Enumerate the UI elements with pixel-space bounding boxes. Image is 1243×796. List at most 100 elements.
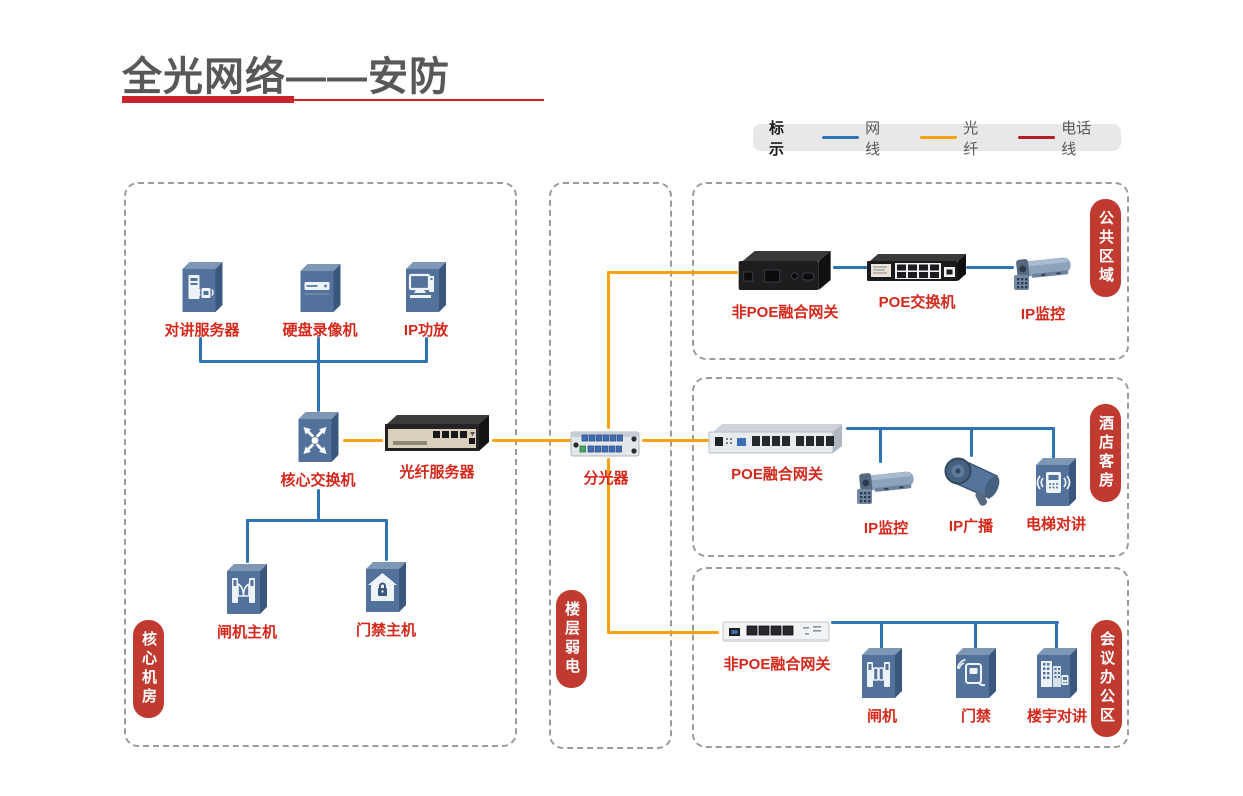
tag-meeting-office: 会议办公区: [1091, 620, 1122, 737]
node-label: 门禁主机: [355, 622, 417, 639]
node-splitter: 分光器: [568, 426, 644, 488]
net-line-poe-switch-to-camera: [966, 266, 1014, 269]
node-hotel-ip-camera: IP监控: [854, 460, 918, 538]
tag-core-room: 核心机房: [133, 620, 164, 718]
node-elevator-intercom: 电梯对讲: [1026, 456, 1086, 534]
zone-floor-weak-current: [549, 182, 672, 749]
title-underline-thick: [122, 96, 294, 103]
net-line-dvr-down: [317, 337, 320, 362]
intercom-server-icon: [181, 262, 222, 312]
zone-hotel-rooms: [692, 377, 1129, 557]
node-intercom-server: 对讲服务器: [164, 260, 240, 340]
net-line-gateway-to-poe-switch: [833, 266, 869, 269]
node-label: IP功放: [403, 322, 449, 339]
node-label: 硬盘录像机: [282, 322, 358, 339]
non-poe-gateway-icon: [739, 251, 831, 290]
net-line-meeting-bus: [831, 621, 1059, 624]
node-label: POE融合网关: [731, 466, 823, 483]
node-label: 分光器: [583, 470, 629, 487]
network-cable-line-swatch: [822, 136, 860, 139]
node-label: 核心交换机: [280, 472, 356, 489]
access-control-icon: [956, 648, 996, 698]
gate-icon: [862, 648, 902, 698]
white-gateway-icon: [722, 621, 830, 642]
legend-item-phone-line: 电话线: [1018, 117, 1105, 159]
building-intercom-icon: [1036, 648, 1077, 698]
node-label: 光纤服务器: [399, 464, 475, 481]
net-line-hotel-camera-down: [879, 427, 882, 463]
net-line-elevator-down: [1052, 427, 1055, 459]
node-ip-broadcast: IP广播: [941, 454, 1001, 536]
page-title: 全光网络——安防: [122, 55, 450, 99]
net-line-gate-host-down: [246, 519, 249, 563]
phone-line-swatch: [1018, 136, 1056, 139]
poe-gateway-icon: [708, 424, 842, 454]
poe-switch-icon: [867, 254, 966, 281]
fiber-line-swatch: [920, 136, 958, 139]
fiber-line-switch-to-server: [343, 439, 383, 442]
node-label: 楼宇对讲: [1026, 708, 1088, 725]
node-public-ip-camera: IP监控: [1011, 246, 1075, 324]
node-label: IP广播: [948, 518, 994, 535]
ip-camera-icon: [1014, 257, 1071, 290]
node-access-host: 门禁主机: [356, 560, 416, 640]
tag-public-area: 公共区域: [1090, 199, 1121, 297]
node-label: POE交换机: [878, 294, 956, 311]
tag-hotel-rooms: 酒店客房: [1090, 404, 1121, 502]
node-building-intercom: 楼宇对讲: [1027, 646, 1087, 726]
node-fiber-server: 光纤服务器: [381, 412, 493, 482]
node-label: 对讲服务器: [164, 322, 240, 339]
fiber-branch-meeting: [607, 631, 719, 634]
ip-camera-icon: [857, 471, 914, 504]
node-ip-amplifier: IP功放: [403, 260, 449, 340]
fiber-trunk-up: [607, 271, 610, 429]
legend-item-fiber: 光纤: [920, 117, 992, 159]
tag-floor-weak-current: 楼层弱电: [556, 590, 587, 688]
legend-title: 标示: [769, 119, 785, 158]
net-line-core-switch-down: [317, 489, 320, 522]
fiber-branch-public: [607, 271, 738, 274]
elevator-intercom-icon: [1035, 458, 1076, 506]
node-poe-gateway: POE融合网关: [706, 422, 848, 484]
net-line-bus-to-core-switch: [317, 360, 320, 412]
node-gate: 闸机: [859, 646, 905, 726]
node-core-switch: 核心交换机: [280, 410, 356, 490]
node-access-control: 门禁: [953, 646, 999, 726]
node-label: 非POE融合网关: [731, 304, 839, 321]
net-line-access-host-down: [385, 519, 388, 561]
net-line-gate-down: [880, 621, 883, 649]
node-label: 非POE融合网关: [723, 656, 831, 673]
node-poe-switch: POE交换机: [865, 252, 969, 312]
net-line-intercom-down: [199, 337, 202, 362]
node-gate-host: 闸机主机: [217, 562, 277, 642]
net-line-access-down: [974, 621, 977, 649]
node-label: 闸机: [866, 708, 897, 725]
node-label: 电梯对讲: [1025, 516, 1087, 533]
node-label: 闸机主机: [216, 624, 278, 641]
fiber-line-splitter-to-poe-gateway: [642, 439, 710, 442]
net-line-bottom-bus: [246, 519, 388, 522]
net-line-amp-down: [425, 337, 428, 362]
gate-host-icon: [226, 564, 267, 614]
title-underline-thin: [294, 99, 544, 101]
zone-meeting-office: [692, 567, 1129, 748]
node-label: IP监控: [863, 520, 909, 537]
net-line-hotel-bus: [846, 427, 1055, 430]
fiber-server-icon: [385, 415, 489, 451]
ip-amplifier-icon: [406, 262, 446, 312]
net-line-broadcast-down: [970, 427, 973, 457]
node-meeting-non-poe-gateway: 非POE融合网关: [721, 618, 833, 674]
ip-broadcast-horn-icon: [944, 457, 1000, 506]
net-line-building-intercom-down: [1055, 621, 1058, 649]
node-public-non-poe-gateway: 非POE融合网关: [731, 248, 839, 322]
legend: 标示 网线 光纤 电话线: [753, 120, 1121, 158]
legend-item-network-cable: 网线: [822, 117, 894, 159]
net-line-top-bus: [199, 360, 428, 363]
node-label: 门禁: [960, 708, 991, 725]
node-dvr: 硬盘录像机: [282, 262, 358, 340]
zone-core-room: [124, 182, 517, 747]
access-host-icon: [365, 562, 406, 612]
fiber-line-server-to-splitter: [492, 439, 571, 442]
fiber-trunk-down: [607, 458, 610, 634]
